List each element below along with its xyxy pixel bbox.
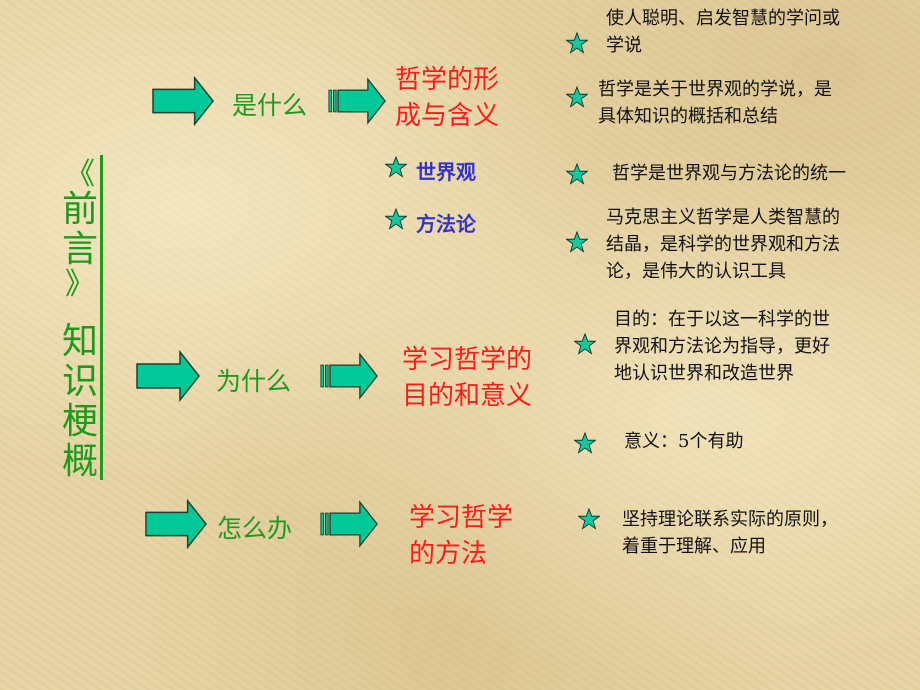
- note-line: 目的：在于以这一科学的世: [614, 309, 830, 330]
- note-line: 地认识世界和改造世界: [614, 363, 794, 384]
- topic-purpose-significance: 学习哲学的 目的和意义: [402, 342, 532, 414]
- arrow-right-icon: [152, 76, 214, 126]
- striped-arrow-right-icon: [320, 350, 378, 402]
- topic-method: 学习哲学 的方法: [409, 500, 513, 572]
- topic-formation-meaning: 哲学的形 成与含义: [395, 62, 499, 134]
- star-icon: [566, 231, 588, 253]
- note-line: 学说: [606, 35, 642, 56]
- topic-line: 学习哲学: [409, 503, 514, 533]
- star-icon: [574, 333, 596, 355]
- note-worldview-theory: 哲学是关于世界观的学说，是 具体知识的概括和总结: [598, 76, 832, 130]
- title-char: 》: [65, 267, 95, 302]
- note-line: 哲学是关于世界观的学说，是: [598, 79, 832, 100]
- question-why: 为什么: [216, 367, 292, 396]
- striped-arrow-right-icon: [328, 76, 386, 126]
- star-icon: [566, 86, 588, 108]
- star-icon: [566, 163, 588, 185]
- sub-methodology: 方法论: [416, 212, 476, 236]
- note-purpose: 目的：在于以这一科学的世 界观和方法论为指导，更好 地认识世界和改造世界: [614, 306, 830, 387]
- note-line: 界观和方法论为指导，更好: [614, 336, 830, 357]
- star-icon: [385, 156, 407, 178]
- slide-title-vertical: 《 前 言 》 知 识 梗 概: [58, 160, 102, 482]
- sub-worldview: 世界观: [416, 160, 476, 184]
- star-icon: [574, 432, 596, 454]
- title-char: 概: [61, 441, 98, 482]
- note-marxism: 马克思主义哲学是人类智慧的 结晶，是科学的世界观和方法 论，是伟大的认识工具: [606, 204, 840, 285]
- note-line: 结晶，是科学的世界观和方法: [606, 234, 840, 255]
- note-method: 坚持理论联系实际的原则， 着重于理解、应用: [622, 506, 838, 560]
- question-what: 是什么: [232, 91, 308, 120]
- note-definition: 使人聪明、启发智慧的学问或 学说: [606, 5, 840, 59]
- title-divider-line: [100, 155, 103, 480]
- title-char: 言: [61, 229, 98, 270]
- note-line: 哲学是世界观与方法论的统一: [612, 163, 846, 184]
- note-unity: 哲学是世界观与方法论的统一: [612, 160, 846, 187]
- note-line: 坚持理论联系实际的原则，: [622, 509, 838, 530]
- note-line: 马克思主义哲学是人类智慧的: [606, 207, 840, 228]
- title-char: 知: [61, 321, 98, 362]
- topic-line: 学习哲学的: [402, 345, 533, 375]
- topic-line: 哲学的形: [395, 65, 500, 95]
- topic-line: 成与含义: [395, 101, 500, 131]
- title-char: 梗: [61, 401, 98, 442]
- striped-arrow-right-icon: [320, 498, 378, 550]
- star-icon: [385, 208, 407, 230]
- arrow-right-icon: [145, 498, 207, 550]
- note-line: 论，是伟大的认识工具: [606, 261, 786, 282]
- note-line: 着重于理解、应用: [622, 536, 766, 557]
- topic-line: 目的和意义: [402, 381, 533, 411]
- note-line: 使人聪明、启发智慧的学问或: [606, 8, 840, 29]
- star-icon: [566, 32, 588, 54]
- title-char: 《: [65, 157, 95, 192]
- title-char: 识: [61, 361, 98, 402]
- note-significance: 意义：5个有助: [624, 428, 743, 455]
- note-line: 意义：5个有助: [624, 431, 744, 452]
- title-char: 前: [61, 189, 98, 230]
- star-icon: [578, 508, 600, 530]
- note-line: 具体知识的概括和总结: [598, 106, 778, 127]
- topic-line: 的方法: [409, 539, 488, 569]
- arrow-right-icon: [136, 350, 200, 402]
- question-how: 怎么办: [217, 514, 293, 543]
